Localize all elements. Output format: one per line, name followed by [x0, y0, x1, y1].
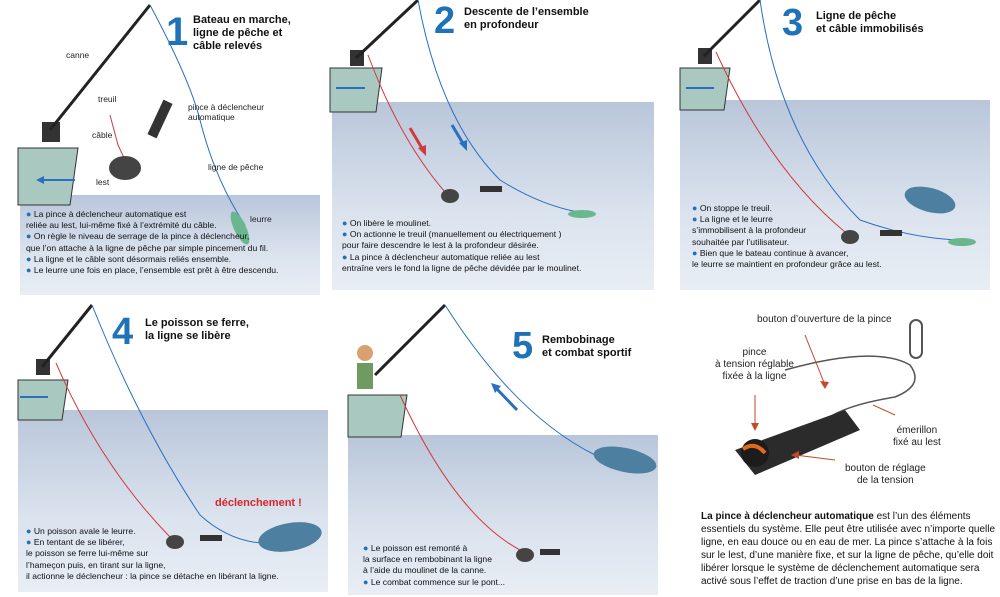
step-title: Rembobinage et combat sportif: [542, 334, 632, 359]
fishing-rod: [40, 304, 94, 368]
fish: [258, 522, 322, 552]
step-number: 5: [512, 325, 534, 367]
release-clip: [480, 186, 502, 192]
weight: [109, 156, 141, 180]
pointer-emerillon: [872, 404, 896, 416]
label-pince: pince à déclencheur automatique: [188, 102, 265, 122]
panel-2-scene: [329, 0, 596, 218]
release-clip: [200, 535, 222, 541]
fish: [904, 186, 956, 214]
fishing-rod: [702, 0, 762, 58]
pointer-reglage: [794, 454, 836, 461]
release-clip: [147, 99, 173, 139]
pointer-ouverture: [804, 334, 826, 386]
cable-line: [109, 114, 126, 161]
weight: [516, 548, 534, 562]
weight: [841, 230, 859, 244]
panel-4-scene: [17, 304, 322, 552]
cable-line: [399, 394, 521, 551]
panel-5-scene: [347, 303, 657, 562]
panel-1-notes: ● La pince à déclencheur automatique est…: [26, 209, 279, 276]
fishing-line: [149, 4, 246, 226]
weight: [166, 535, 184, 549]
step-number: 2: [434, 0, 456, 42]
weight: [441, 189, 459, 203]
water-area: [20, 195, 320, 295]
fishing-line: [759, 0, 959, 241]
lure: [948, 238, 976, 246]
panel-3: 3 Ligne de pêche et câble immobilisés ● …: [679, 0, 1000, 300]
label-lest: lest: [96, 177, 110, 187]
step-title: Ligne de pêche et câble immobilisés: [816, 10, 924, 35]
clip-wire: [784, 355, 916, 421]
cable-line: [715, 51, 846, 233]
panel-5: 5 Rembobinage et combat sportif ● Le poi…: [345, 303, 675, 597]
label-reglage: bouton de réglage de la tension: [845, 463, 926, 486]
lure: [568, 210, 596, 218]
cable-line: [367, 54, 446, 193]
down-arrow-red: [408, 127, 425, 151]
step-title: Bateau en marche, ligne de pêche et câbl…: [193, 14, 291, 52]
clip-description: La pince à déclencheur automatique est l…: [701, 511, 996, 587]
fish: [593, 446, 657, 474]
panel-3-scene: [679, 0, 976, 246]
lure: [230, 211, 250, 245]
down-arrow-blue: [450, 124, 466, 146]
fishing-line: [417, 0, 579, 213]
step-title: Descente de l’ensemble en profondeur: [464, 6, 589, 31]
fishing-rod: [48, 4, 152, 131]
label-canne: canne: [66, 50, 90, 60]
label-cable: câble: [92, 130, 113, 140]
water-area: [18, 410, 328, 592]
boat-hull: [347, 394, 408, 438]
label-ouverture: bouton d’ouverture de la pince: [757, 314, 892, 325]
angler: [357, 345, 373, 361]
boat-hull: [329, 67, 383, 113]
fishing-line: [444, 304, 596, 456]
release-clip: [540, 549, 560, 555]
panel-4: 4 Le poisson se ferre, la ligne se libèr…: [0, 304, 340, 597]
cable-line: [55, 362, 171, 538]
panel-4-notes: ● Un poisson avale le leurre. ● En tenta…: [26, 526, 279, 581]
trigger-label: déclenchement !: [215, 497, 302, 509]
fishing-line: [91, 304, 281, 544]
detail-panel: bouton d’ouverture de la pince pince à t…: [695, 305, 1000, 597]
label-treuil: treuil: [98, 94, 117, 104]
label-emerillon: émerillon fixé au lest: [893, 425, 941, 448]
step-number: 1: [166, 10, 189, 54]
fishing-rod: [354, 0, 420, 60]
boat-hull: [17, 147, 79, 206]
label-leurre: leurre: [250, 214, 272, 224]
panel-2-notes: ● On libère le moulinet. ● On actionne l…: [342, 218, 582, 273]
label-pince-tension: pince à tension réglable fixée à la lign…: [715, 347, 794, 382]
up-arrow: [493, 385, 519, 412]
panel-3-notes: ● On stoppe le treuil. ● La ligne et le …: [692, 203, 882, 270]
reel: [42, 122, 60, 142]
panel-1-scene: [17, 4, 250, 245]
step-title: Le poisson se ferre, la ligne se libère: [145, 317, 249, 342]
fishing-rod: [373, 303, 447, 377]
swivel: [909, 319, 923, 359]
step-number: 4: [112, 311, 134, 353]
panel-1: 1 Bateau en marche, ligne de pêche et câ…: [0, 0, 330, 300]
release-clip: [880, 230, 902, 236]
panel-2: 2 Descente de l’ensemble en profondeur ●…: [329, 0, 670, 300]
label-ligne: ligne de pêche: [208, 162, 264, 172]
clip-illustration: [735, 319, 923, 475]
water-area: [332, 102, 654, 290]
step-number: 3: [782, 2, 804, 44]
boat-hull: [17, 379, 69, 421]
